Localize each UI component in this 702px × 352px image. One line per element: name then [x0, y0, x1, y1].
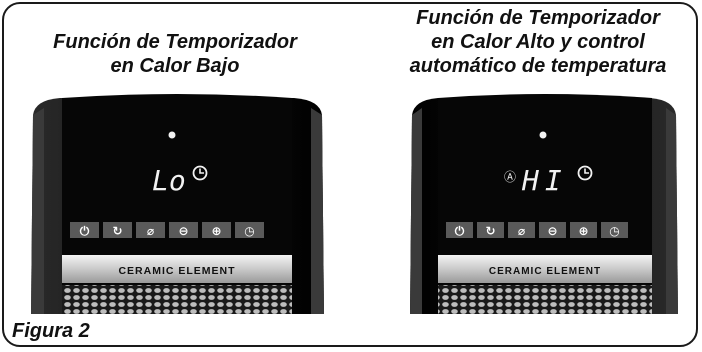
- minus-icon: ⊖: [178, 224, 188, 238]
- left-fan-mode-button[interactable]: ⌀: [136, 222, 165, 238]
- right-minus-button[interactable]: ⊖: [539, 222, 566, 238]
- left-indicator-dot: [168, 131, 176, 139]
- left-ceramic-band: [62, 255, 292, 283]
- fan-mode-icon: ⌀: [147, 224, 154, 238]
- clock-icon: [577, 165, 593, 181]
- left-heater: Lo ⏻ ↻ ⌀ ⊖ ⊕: [31, 94, 324, 314]
- left-minus-button[interactable]: ⊖: [169, 222, 198, 238]
- plus-icon: ⊕: [578, 224, 588, 238]
- figure-label: Figura 2: [12, 320, 96, 343]
- right-ceramic-label: CERAMIC ELEMENT: [489, 266, 601, 277]
- power-icon: ⏻: [455, 224, 465, 238]
- right-heater: Ⓐ HI ⏻ ↻ ⌀ ⊖ ⊕: [410, 94, 678, 314]
- left-power-button[interactable]: ⏻: [70, 222, 99, 238]
- left-ceramic-label: CERAMIC ELEMENT: [118, 265, 235, 277]
- timer-icon: ◷: [244, 224, 255, 238]
- right-button-row: ⏻ ↻ ⌀ ⊖ ⊕ ◷: [446, 222, 628, 238]
- left-timer-button[interactable]: ◷: [235, 222, 264, 238]
- oscillate-icon: ↻: [485, 224, 495, 238]
- right-grille: [438, 285, 652, 314]
- right-plus-button[interactable]: ⊕: [570, 222, 597, 238]
- left-plus-button[interactable]: ⊕: [202, 222, 231, 238]
- timer-icon: ◷: [609, 224, 620, 238]
- left-oscillate-button[interactable]: ↻: [103, 222, 132, 238]
- left-heater-side-left: [31, 108, 44, 314]
- clock-icon: [192, 165, 208, 181]
- right-indicator-dot: [539, 131, 547, 139]
- auto-mode-icon: Ⓐ: [504, 170, 516, 184]
- oscillate-icon: ↻: [112, 224, 122, 238]
- right-heater-side-left: [410, 108, 422, 314]
- right-timer-button[interactable]: ◷: [601, 222, 628, 238]
- plus-icon: ⊕: [211, 224, 221, 238]
- right-fan-mode-button[interactable]: ⌀: [508, 222, 535, 238]
- right-ceramic-band: [438, 255, 652, 283]
- left-button-row: ⏻ ↻ ⌀ ⊖ ⊕ ◷: [70, 222, 264, 238]
- left-display-text: Lo: [152, 164, 186, 197]
- left-heater-side-right: [311, 108, 324, 314]
- right-display-text: HI: [521, 164, 568, 197]
- fan-mode-icon: ⌀: [518, 224, 525, 238]
- right-oscillate-button[interactable]: ↻: [477, 222, 504, 238]
- minus-icon: ⊖: [547, 224, 557, 238]
- right-power-button[interactable]: ⏻: [446, 222, 473, 238]
- right-caption: Función de Temporizador en Calor Alto y …: [409, 7, 667, 77]
- figure-frame: [2, 2, 698, 347]
- right-heater-side-right: [666, 108, 678, 314]
- left-grille: [62, 285, 292, 314]
- power-icon: ⏻: [80, 224, 90, 238]
- left-caption: Función de Temporizador en Calor Bajo: [53, 31, 297, 77]
